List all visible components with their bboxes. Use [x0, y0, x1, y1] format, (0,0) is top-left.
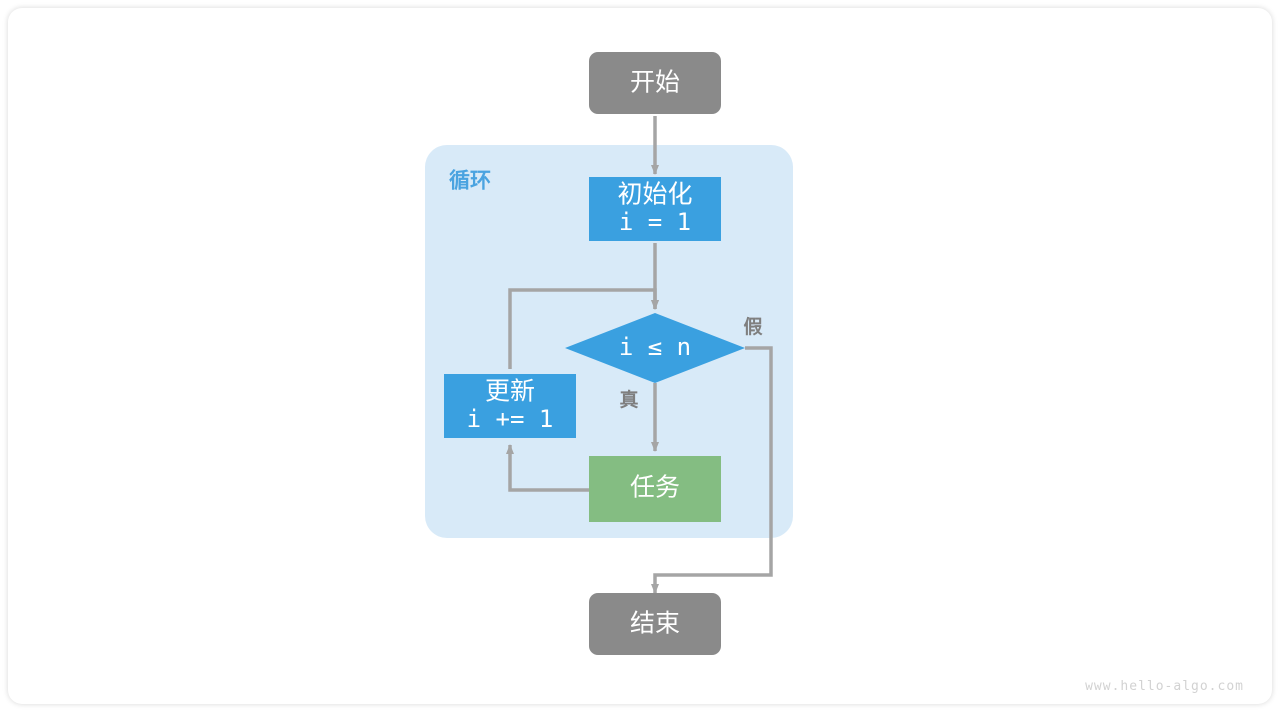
node-init[interactable]	[589, 177, 721, 241]
edge-condition-false-to-end	[651, 346, 773, 594]
node-start[interactable]	[589, 52, 721, 114]
node-update[interactable]	[444, 374, 576, 438]
node-task-label: 任务	[630, 474, 680, 502]
node-init-code: i = 1	[619, 208, 691, 236]
node-end-label: 结束	[630, 610, 680, 638]
node-update-code: i += 1	[467, 405, 554, 433]
node-update-label: 更新	[485, 378, 535, 406]
node-start-label: 开始	[630, 69, 680, 97]
edge-task-to-update	[506, 444, 589, 492]
node-end[interactable]	[589, 593, 721, 655]
loop-group-label: 循环	[449, 169, 491, 193]
edge-update-to-condition	[508, 288, 659, 369]
node-condition[interactable]	[565, 313, 745, 383]
node-task[interactable]	[589, 456, 721, 522]
edge-label-true: 真	[619, 388, 638, 411]
node-init-label: 初始化	[617, 181, 692, 209]
watermark: www.hello-algo.com	[1085, 679, 1244, 694]
node-condition-code: i ≤ n	[619, 333, 691, 361]
edge-label-false: 假	[743, 315, 762, 338]
